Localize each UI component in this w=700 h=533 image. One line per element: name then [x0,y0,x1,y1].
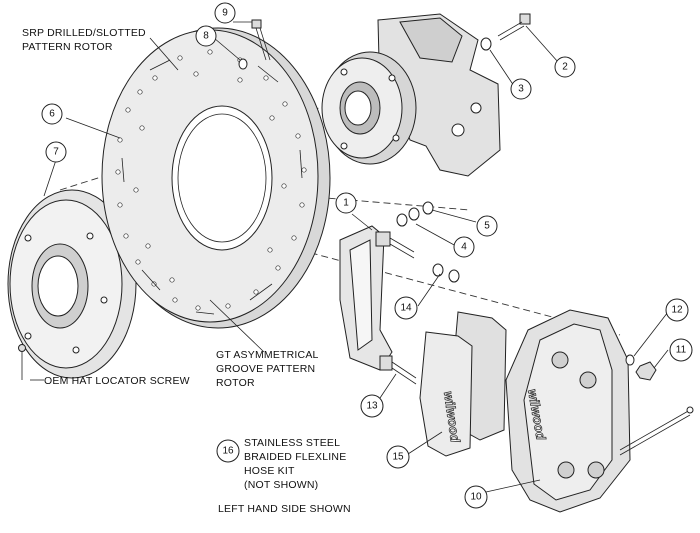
text-labels: SRP DRILLED/SLOTTED PATTERN ROTOR GT ASY… [22,27,351,515]
callout-13: 13 [360,394,384,418]
gt-rotor-label-line2: GROOVE PATTERN [216,363,315,375]
svg-text:14: 14 [400,303,412,314]
callout-9: 9 [214,2,236,24]
washer-part-8 [238,58,248,70]
hat-locator-screw [18,344,26,380]
nut-part-11 [635,361,657,381]
svg-text:3: 3 [518,84,524,95]
svg-text:8: 8 [203,31,209,42]
callout-14: 14 [394,296,418,320]
washers-part-14 [432,263,460,283]
bolt-part-13 [379,355,417,385]
callout-2: 2 [554,56,576,78]
rotor-slots [121,59,303,315]
svg-text:16: 16 [222,446,234,457]
svg-text:12: 12 [671,305,683,316]
gt-rotor-label-line3: ROTOR [216,377,255,389]
callout-7: 7 [45,141,67,163]
srp-rotor-label-line2: PATTERN ROTOR [22,41,113,53]
caliper-bracket [339,225,415,371]
washer-part-3 [480,37,492,51]
bolt-part-9 [251,19,271,61]
brake-rotor [101,27,331,329]
callout-1: 1 [335,192,357,214]
svg-text:13: 13 [366,401,378,412]
rotor-drill-holes [115,49,307,311]
rotor-hat [7,189,137,379]
svg-text:1: 1 [343,198,349,209]
callout-11: 11 [669,338,693,362]
hose-kit-label-line3: HOSE KIT [244,465,295,477]
svg-text:2: 2 [562,62,568,73]
callout-4: 4 [453,236,475,258]
hub-knuckle [321,13,501,177]
callout-16: 16 [216,439,240,463]
callout-bubbles: 9 8 6 7 2 3 1 5 4 14 13 15 16 10 12 11 [41,2,693,509]
svg-text:11: 11 [676,345,687,356]
brake-caliper: wilwood [505,309,694,513]
callout-8: 8 [195,25,217,47]
left-hand-side-note: LEFT HAND SIDE SHOWN [218,503,351,515]
callout-12: 12 [665,298,689,322]
hose-kit-label-line2: BRAIDED FLEXLINE [244,451,346,463]
svg-text:5: 5 [484,221,490,232]
bolt-part-2 [497,13,531,41]
callout-6: 6 [41,103,63,125]
svg-text:4: 4 [461,242,467,253]
hat-screw-label: OEM HAT LOCATOR SCREW [44,375,190,387]
gt-rotor-label-line1: GT ASYMMETRICAL [216,349,319,361]
svg-text:10: 10 [470,492,482,503]
callout-10: 10 [464,485,488,509]
srp-rotor-label-line1: SRP DRILLED/SLOTTED [22,27,146,39]
leader-lines [30,21,669,493]
callout-3: 3 [510,78,532,100]
svg-text:7: 7 [53,147,59,158]
hose-kit-label-line4: (NOT SHOWN) [244,479,318,491]
crossover-fitting-part-12 [625,354,635,366]
shims-part-5 [396,201,434,227]
hose-kit-label-line1: STAINLESS STEEL [244,437,340,449]
brake-pads: wilwood [419,311,507,457]
callout-15: 15 [386,445,410,469]
svg-text:15: 15 [392,452,404,463]
svg-text:9: 9 [222,8,228,19]
callout-5: 5 [476,215,498,237]
svg-text:6: 6 [49,109,55,120]
